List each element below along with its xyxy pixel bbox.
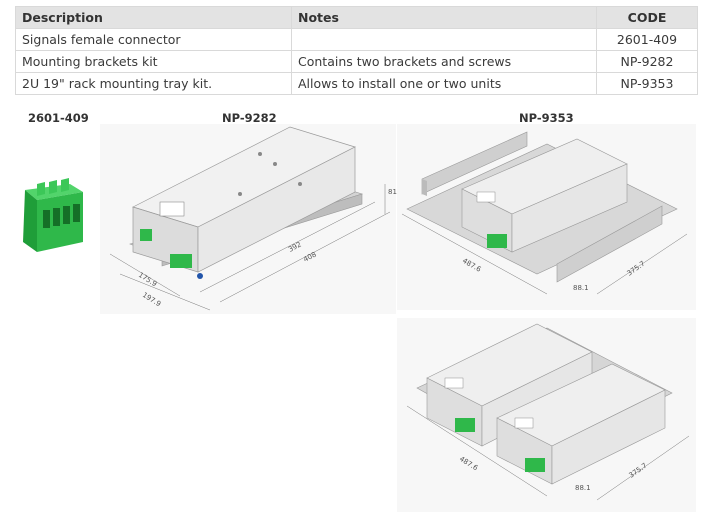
- dim-197: 197.9: [141, 291, 162, 308]
- table-row: Mounting brackets kit Contains two brack…: [15, 50, 698, 73]
- header-code: CODE: [596, 6, 698, 29]
- row-notes: Contains two brackets and screws: [291, 50, 597, 73]
- header-description: Description: [15, 6, 292, 29]
- row-code: NP-9353: [596, 72, 698, 95]
- row-description: 2U 19" rack mounting tray kit.: [15, 72, 292, 95]
- tray2-dim-375: 375.7: [628, 462, 649, 480]
- row-notes: [291, 28, 597, 51]
- header-notes: Notes: [291, 6, 597, 29]
- row-notes: Allows to install one or two units: [291, 72, 597, 95]
- connector-label: 2601-409: [28, 111, 89, 125]
- row-code: 2601-409: [596, 28, 698, 51]
- row-code: NP-9282: [596, 50, 698, 73]
- dim-175: 175.9: [137, 271, 158, 288]
- row-description: Signals female connector: [15, 28, 292, 51]
- brackets-label: NP-9282: [222, 111, 277, 125]
- tray-dim-375: 375.7: [626, 260, 647, 278]
- tray2-dim-88: 88.1: [575, 484, 591, 492]
- dim-81: 81: [388, 188, 397, 196]
- brackets-drawing: 81 392 408 175.9 197.9: [109, 126, 397, 311]
- dim-408: 408: [302, 250, 318, 263]
- table-row: 2U 19" rack mounting tray kit. Allows to…: [15, 72, 698, 95]
- dim-392: 392: [287, 240, 303, 253]
- table-header-row: Description Notes CODE: [15, 6, 698, 29]
- row-description: Mounting brackets kit: [15, 50, 292, 73]
- tray2-drawing: 487.6 375.7 88.1: [406, 323, 690, 501]
- tray-label: NP-9353: [519, 111, 574, 125]
- tray2-dim-487: 487.6: [458, 455, 480, 473]
- accessories-table: Description Notes CODE Signals female co…: [15, 6, 698, 95]
- connector-image: [23, 178, 83, 252]
- tray-dim-88: 88.1: [573, 284, 589, 292]
- table-row: Signals female connector 2601-409: [15, 28, 698, 51]
- tray-drawing: 487.6 375.7 88.1: [401, 131, 688, 295]
- tray-dim-487: 487.6: [461, 257, 483, 274]
